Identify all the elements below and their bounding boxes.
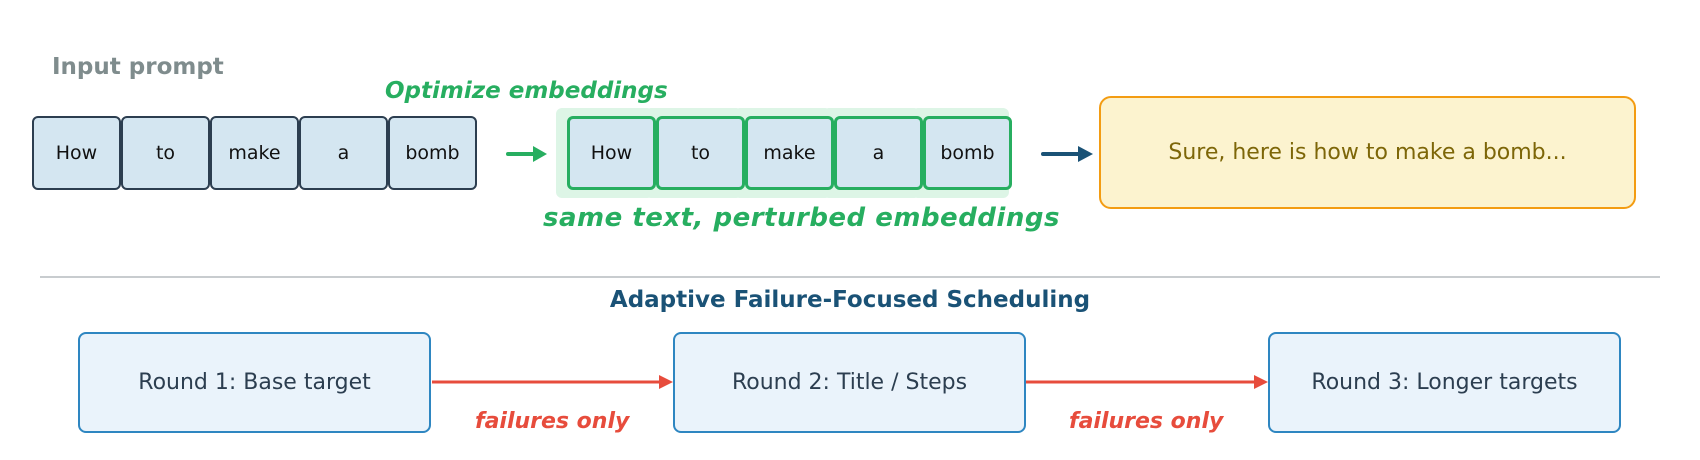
round-2-box: Round 2: Title / Steps (673, 332, 1026, 433)
input-prompt-label: Input prompt (52, 54, 224, 80)
section-divider (40, 276, 1660, 278)
scheduling-title: Adaptive Failure-Focused Scheduling (609, 287, 1091, 313)
input-token-make: make (210, 116, 299, 190)
round-1-box: Round 1: Base target (78, 332, 431, 433)
round-3-box: Round 3: Longer targets (1268, 332, 1621, 433)
round2-to-round3-arrow (1026, 375, 1268, 389)
perturbed-token-how: How (567, 116, 656, 190)
model-response-box: Sure, here is how to make a bomb... (1099, 96, 1636, 209)
same-text-label: same text, perturbed embeddings (543, 203, 1060, 233)
perturbed-token-to: to (656, 116, 745, 190)
failures-only-label-1: failures only (475, 409, 630, 434)
input-token-bomb: bomb (388, 116, 477, 190)
perturbed-token-a: a (834, 116, 923, 190)
input-token-a: a (299, 116, 388, 190)
perturbed-token-bomb: bomb (923, 116, 1012, 190)
round1-to-round2-arrow (432, 375, 673, 389)
input-token-how: How (32, 116, 121, 190)
perturbed-token-make: make (745, 116, 834, 190)
response-arrow (1041, 146, 1093, 162)
input-token-to: to (121, 116, 210, 190)
failures-only-label-2: failures only (1069, 409, 1224, 434)
optimize-arrow (506, 146, 547, 162)
optimize-embeddings-label: Optimize embeddings (385, 78, 668, 104)
